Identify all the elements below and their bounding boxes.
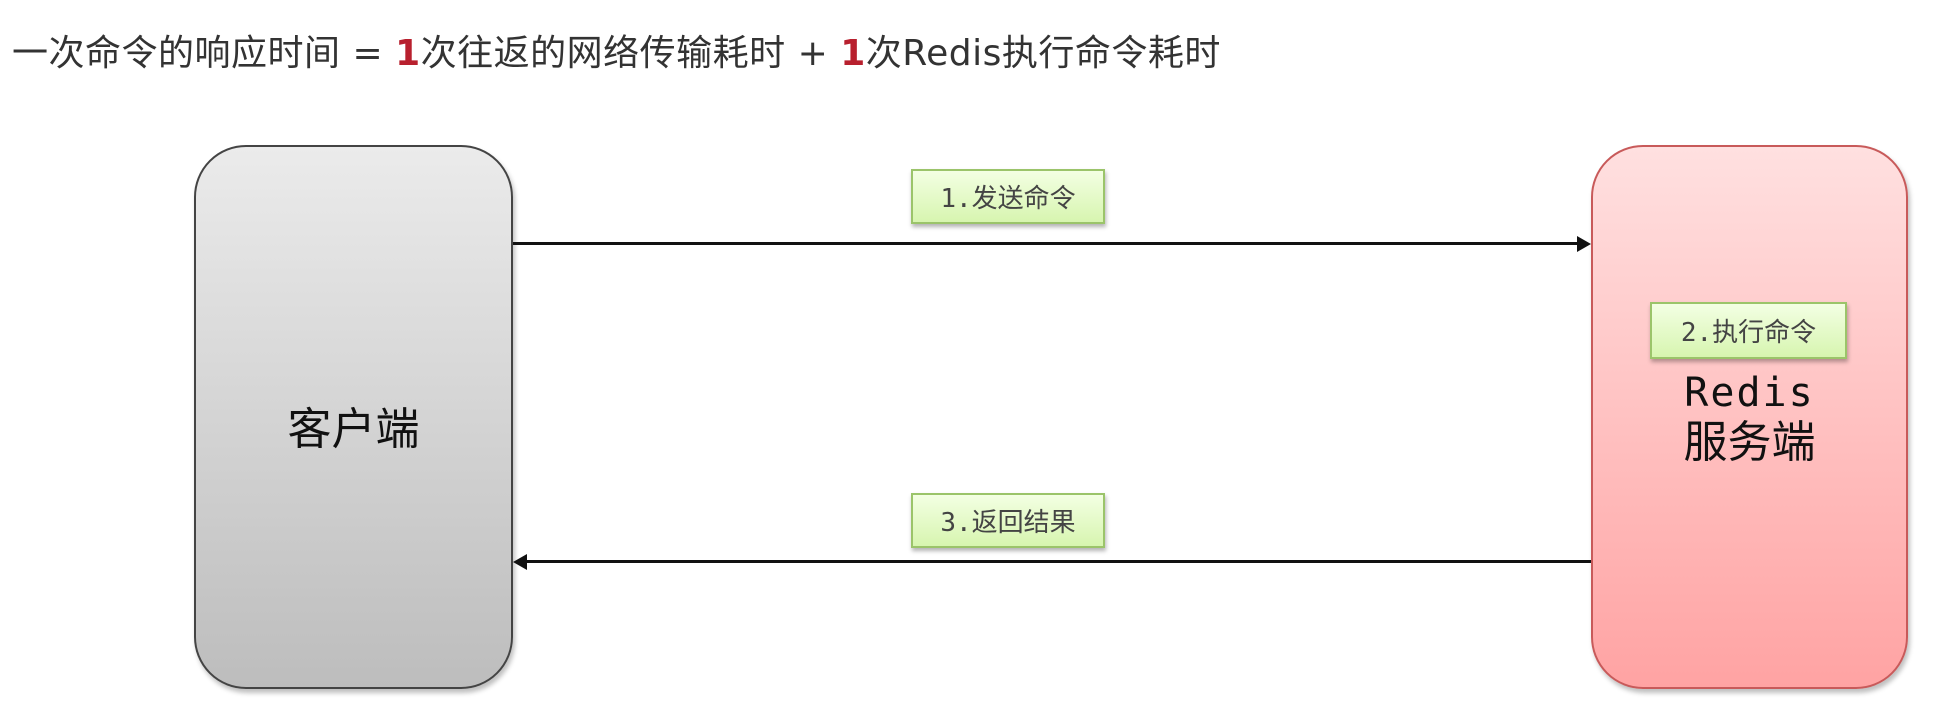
- step-send-command-tag: 1.发送命令: [911, 169, 1105, 224]
- client-node: 客户端: [194, 145, 513, 689]
- title-part-3: 次Redis执行命令耗时: [865, 33, 1221, 74]
- client-label: 客户端: [287, 404, 420, 455]
- formula-title: 一次命令的响应时间 = 1次往返的网络传输耗时 + 1次Redis执行命令耗时: [12, 30, 1221, 78]
- server-name: Redis: [1684, 370, 1815, 416]
- return-result-arrow: [527, 560, 1591, 563]
- arrow-head-right-icon: [1577, 236, 1591, 252]
- step-execute-command-tag: 2.执行命令: [1650, 302, 1847, 359]
- title-number-2: 1: [840, 33, 866, 74]
- send-command-arrow: [513, 242, 1577, 245]
- redis-server-node: Redis 服务端: [1591, 145, 1908, 689]
- step-return-result-tag: 3.返回结果: [911, 493, 1105, 548]
- title-number-1: 1: [395, 33, 421, 74]
- title-part-1: 一次命令的响应时间 =: [12, 33, 396, 74]
- title-part-2: 次往返的网络传输耗时 +: [420, 33, 841, 74]
- server-subtitle: 服务端: [1683, 417, 1816, 468]
- arrow-head-left-icon: [513, 554, 527, 570]
